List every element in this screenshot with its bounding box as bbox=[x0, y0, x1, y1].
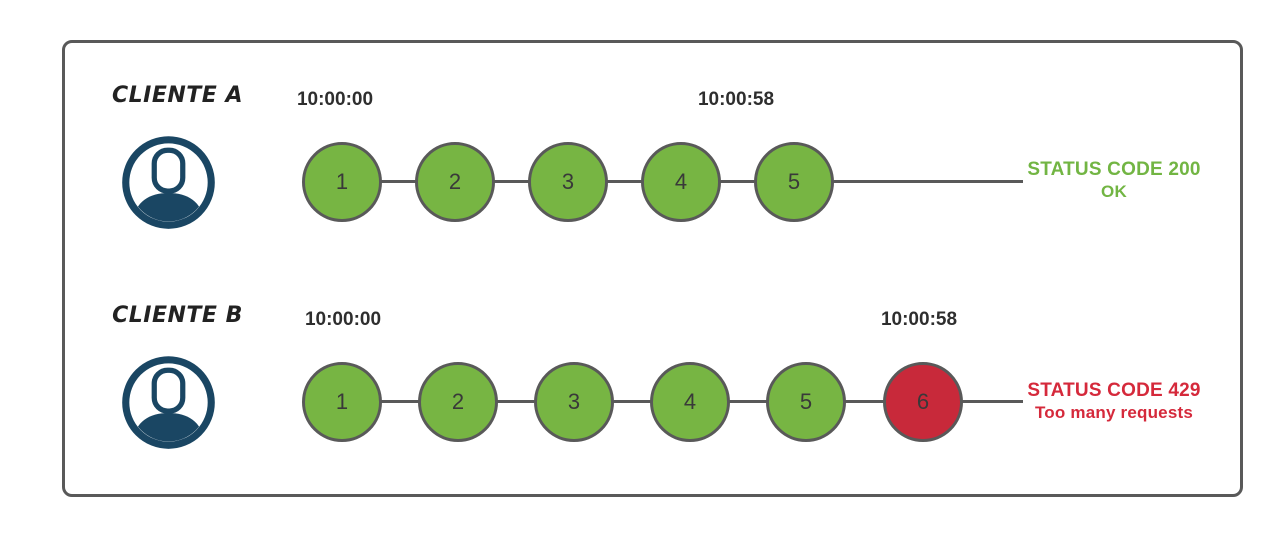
user-avatar-icon bbox=[121, 355, 216, 450]
status-label-error: STATUS CODE 429 Too many requests bbox=[994, 380, 1234, 424]
request-circle: 1 bbox=[302, 142, 382, 222]
request-circle: 5 bbox=[766, 362, 846, 442]
request-circle: 3 bbox=[528, 142, 608, 222]
status-code-text: STATUS CODE 200 bbox=[1027, 159, 1201, 180]
start-timestamp: 10:00:00 bbox=[304, 309, 382, 330]
client-a-label: CLIENTE A bbox=[111, 83, 243, 108]
status-label-ok: STATUS CODE 200 OK bbox=[994, 159, 1234, 203]
request-circle: 4 bbox=[650, 362, 730, 442]
status-message-text: Too many requests bbox=[1034, 403, 1193, 422]
start-timestamp: 10:00:00 bbox=[296, 89, 374, 110]
end-timestamp: 10:00:58 bbox=[697, 89, 775, 110]
request-circle-rate-limited: 6 bbox=[883, 362, 963, 442]
request-circle: 4 bbox=[641, 142, 721, 222]
status-message-text: OK bbox=[1101, 182, 1127, 201]
request-circle: 1 bbox=[302, 362, 382, 442]
request-circle: 3 bbox=[534, 362, 614, 442]
client-b-label: CLIENTE B bbox=[112, 303, 243, 328]
request-circle: 5 bbox=[754, 142, 834, 222]
end-timestamp: 10:00:58 bbox=[880, 309, 958, 330]
status-code-text: STATUS CODE 429 bbox=[1027, 380, 1201, 401]
request-circle: 2 bbox=[418, 362, 498, 442]
user-avatar-icon bbox=[121, 135, 216, 230]
diagram-frame: CLIENTE A 10:00:00 10:00:58 1 2 3 4 5 ST… bbox=[62, 40, 1243, 497]
request-circle: 2 bbox=[415, 142, 495, 222]
